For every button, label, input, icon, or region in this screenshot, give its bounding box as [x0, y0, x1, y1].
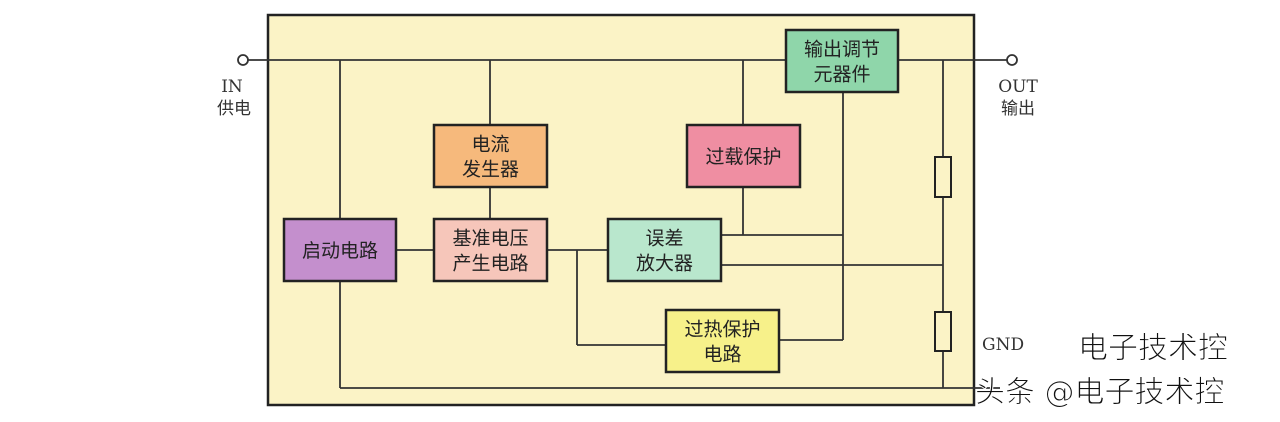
- block-box: [784, 28, 900, 94]
- block-label: 电路: [703, 344, 741, 366]
- out-label: OUT: [998, 77, 1038, 97]
- block-label: 基准电压: [452, 228, 528, 250]
- block-label: 电流: [471, 134, 509, 156]
- block-label: 产生电路: [452, 253, 528, 275]
- block-box: [282, 217, 398, 283]
- in-terminal: [237, 54, 249, 66]
- block-overload-protection: 过载保护: [685, 123, 802, 189]
- watermark-line2: 头条 @电子技术控: [975, 375, 1225, 410]
- in-label: IN: [221, 77, 243, 97]
- watermark-line1: 电子技术控: [1078, 331, 1228, 366]
- block-box: [432, 123, 549, 189]
- block-label: 发生器: [462, 159, 519, 181]
- out-terminal: [1006, 54, 1018, 66]
- resistor-upper: [934, 156, 952, 198]
- block-box: [685, 123, 802, 189]
- out-sub-label: 输出: [1001, 99, 1035, 119]
- block-label: 放大器: [636, 253, 693, 275]
- gnd-label: GND: [982, 335, 1024, 355]
- block-label: 误差: [645, 228, 683, 250]
- resistor-lower: [934, 311, 952, 352]
- block-label: 输出调节: [804, 39, 880, 61]
- block-label: 过载保护: [705, 146, 781, 168]
- block-label: 过热保护: [684, 319, 760, 341]
- block-box: [606, 217, 723, 283]
- in-sub-label: 供电: [217, 99, 251, 119]
- block-label: 启动电路: [302, 240, 378, 262]
- block-startup-circuit: 启动电路: [282, 217, 398, 283]
- block-label: 元器件: [813, 64, 870, 86]
- block-box: [432, 217, 549, 283]
- block-box: [664, 308, 781, 374]
